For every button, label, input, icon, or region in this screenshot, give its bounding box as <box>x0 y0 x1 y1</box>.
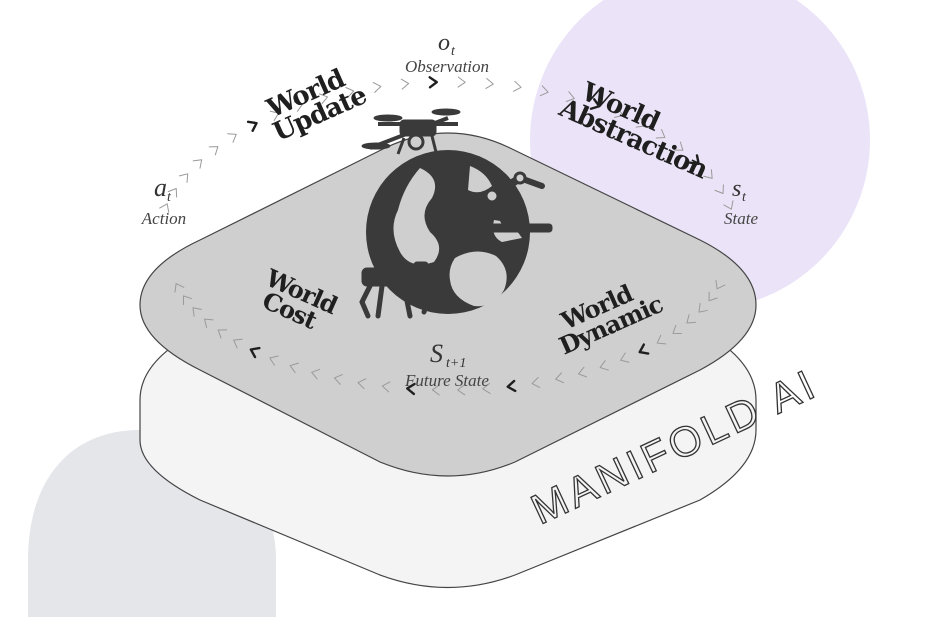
flow-chevron <box>673 141 684 151</box>
flow-chevron <box>565 91 575 102</box>
flow-chevron <box>686 314 696 324</box>
flow-chevron <box>159 203 170 213</box>
flow-chevron <box>457 76 466 88</box>
flow-chevron <box>656 334 667 345</box>
flow-chevron <box>249 346 261 359</box>
flow-chevron <box>289 362 299 374</box>
flow-chevron <box>345 86 355 98</box>
flow-chevron <box>174 283 185 293</box>
flow-chevron <box>635 117 646 128</box>
flow-chevron <box>589 98 601 110</box>
observation-node: o t Observation <box>405 30 489 76</box>
drone-icon <box>361 108 461 155</box>
state-symbol: s <box>732 176 741 202</box>
flow-chevron <box>293 101 303 112</box>
flow-chevron <box>406 382 416 396</box>
flow-chevron <box>714 184 724 195</box>
action-subscript: t <box>167 190 172 205</box>
robot-dog-icon <box>359 261 431 319</box>
flow-chevron <box>269 355 279 366</box>
flow-chevron <box>688 154 700 166</box>
action-symbol: a <box>154 173 167 202</box>
future-state-node: S t+1 Future State <box>404 339 489 390</box>
state-node: s t State <box>724 176 758 228</box>
observation-label: Observation <box>405 57 489 76</box>
state-subscript: t <box>742 190 747 205</box>
flow-chevron <box>457 384 466 396</box>
flow-chevron <box>506 379 517 393</box>
state-label: State <box>724 209 758 228</box>
flow-chevron <box>512 80 522 92</box>
flow-chevron <box>167 187 178 198</box>
flow-chevron <box>208 146 219 156</box>
future-state-subscript: t+1 <box>446 356 466 371</box>
observation-subscript: t <box>451 44 456 59</box>
robot-arm-icon <box>484 171 553 233</box>
flow-chevron <box>428 76 438 89</box>
flow-chevron <box>672 324 683 335</box>
flow-chevron <box>233 338 243 349</box>
future-state-label: Future State <box>404 371 489 390</box>
flow-chevron <box>599 360 609 371</box>
flow-chevron <box>204 318 214 329</box>
flow-chevron <box>555 372 565 384</box>
flow-chevron <box>431 384 441 396</box>
flow-chevron <box>311 368 321 380</box>
flow-chevron <box>613 107 624 118</box>
flow-chevron <box>655 129 666 139</box>
flow-chevron <box>192 307 202 317</box>
flow-chevron <box>217 329 228 339</box>
flow-chevron <box>708 291 718 302</box>
flow-chevron <box>318 93 328 105</box>
flow-chevron <box>357 378 367 390</box>
observation-symbol: o <box>438 30 450 56</box>
flow-chevron <box>269 110 280 121</box>
flow-chevron <box>178 173 189 183</box>
flow-chevron <box>381 381 391 393</box>
flow-chevron <box>227 133 237 143</box>
flow-chevron <box>539 85 549 97</box>
flow-chevron <box>703 169 713 179</box>
flow-chevron <box>715 279 726 290</box>
flow-chevron <box>531 377 541 388</box>
flow-chevron <box>192 159 203 169</box>
flow-chevron <box>638 343 650 355</box>
future-state-symbol: S <box>430 339 443 368</box>
flow-chevron <box>482 382 491 394</box>
flow-chevron <box>723 200 734 210</box>
flow-chevron <box>182 295 193 305</box>
action-label: Action <box>141 209 186 228</box>
flow-chevron <box>400 78 410 90</box>
flow-chevrons <box>159 76 734 396</box>
flow-chevron <box>246 120 258 132</box>
flow-chevron <box>698 303 708 313</box>
flow-chevron <box>620 352 630 363</box>
flow-chevron <box>485 77 494 89</box>
action-node: a t Action <box>141 173 186 228</box>
flow-chevron <box>372 82 382 93</box>
flow-chevron <box>578 366 588 378</box>
flow-chevron <box>333 374 343 385</box>
